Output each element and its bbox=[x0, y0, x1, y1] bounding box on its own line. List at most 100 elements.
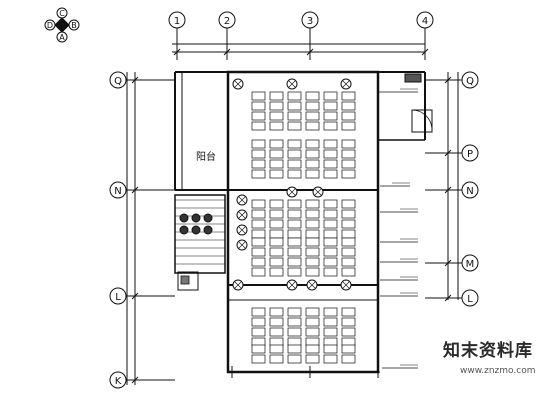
desk-upper-2 bbox=[305, 169, 320, 179]
desk-lower-2 bbox=[269, 344, 284, 354]
desk-upper-2 bbox=[341, 159, 356, 169]
compass-icon: C D B A bbox=[44, 7, 80, 43]
desk-lower-2 bbox=[341, 344, 356, 354]
column-cross bbox=[238, 241, 246, 249]
column-cross bbox=[234, 80, 242, 88]
balcony-label: 阳台 bbox=[196, 150, 216, 163]
compass-letter-c: C bbox=[59, 9, 65, 18]
desk-upper-2 bbox=[305, 159, 320, 169]
desk-upper bbox=[287, 121, 302, 131]
desk-middle bbox=[341, 229, 356, 239]
desk-middle-2 bbox=[305, 237, 320, 247]
desk-middle-2 bbox=[269, 267, 284, 277]
desk-upper-2 bbox=[269, 149, 284, 159]
grid-bubble-col-4: 4 bbox=[416, 11, 434, 29]
grid-label-right-p: P bbox=[467, 149, 473, 160]
grid-bubble-left-k: K bbox=[109, 371, 127, 389]
desk-upper bbox=[269, 121, 284, 131]
desk-middle-2 bbox=[341, 267, 356, 277]
desk-lower-2 bbox=[251, 354, 266, 364]
equipment-box bbox=[180, 275, 190, 285]
desk-lower-2 bbox=[305, 354, 320, 364]
outer-wall bbox=[226, 70, 380, 374]
desk-middle bbox=[269, 229, 284, 239]
desk-upper bbox=[341, 111, 356, 121]
desk-middle-2 bbox=[269, 247, 284, 257]
watermark-logo: 知末资料库 www.znzmo.com bbox=[442, 340, 535, 376]
desk-upper-2 bbox=[287, 149, 302, 159]
desk-lower bbox=[305, 317, 320, 327]
dimension-tick bbox=[444, 186, 452, 194]
desk-middle-2 bbox=[341, 247, 356, 257]
grid-bubble-right-p: P bbox=[461, 144, 479, 162]
drawing-layer bbox=[126, 28, 462, 385]
desk-lower bbox=[341, 317, 356, 327]
desk-lower bbox=[323, 317, 338, 327]
annex-door bbox=[411, 109, 433, 133]
desk-middle-2 bbox=[269, 257, 284, 267]
desk-upper bbox=[323, 101, 338, 111]
grid-label-col-2: 2 bbox=[224, 16, 230, 27]
desk-middle bbox=[305, 219, 320, 229]
desk-middle bbox=[323, 219, 338, 229]
watermark-url: www.znzmo.com bbox=[460, 366, 535, 376]
desk-lower-2 bbox=[287, 354, 302, 364]
desk-middle-2 bbox=[305, 267, 320, 277]
desk-middle bbox=[287, 209, 302, 219]
desk-lower bbox=[323, 307, 338, 317]
desk-upper bbox=[305, 91, 320, 101]
column-cross bbox=[238, 211, 246, 219]
desk-lower-2 bbox=[287, 344, 302, 354]
desk-middle-2 bbox=[287, 247, 302, 257]
dimension-tick bbox=[444, 76, 452, 84]
desk-lower bbox=[305, 327, 320, 337]
plant-icon bbox=[203, 213, 213, 223]
column-cross bbox=[288, 80, 296, 88]
column-cross bbox=[288, 281, 296, 289]
grid-label-left-l: L bbox=[115, 292, 121, 303]
column-cross bbox=[308, 281, 316, 289]
equipment-block bbox=[177, 271, 199, 291]
desk-lower-2 bbox=[269, 354, 284, 364]
desk-upper bbox=[269, 101, 284, 111]
desk-upper-2 bbox=[323, 139, 338, 149]
desk-middle bbox=[251, 219, 266, 229]
grid-bubble-right-m: M bbox=[461, 254, 479, 272]
desk-upper bbox=[305, 111, 320, 121]
column-cross bbox=[288, 188, 296, 196]
plant-icon bbox=[203, 225, 213, 235]
desk-middle-2 bbox=[251, 247, 266, 257]
desk-upper bbox=[287, 91, 302, 101]
desk-lower bbox=[287, 327, 302, 337]
desk-upper-2 bbox=[287, 159, 302, 169]
plant-icon bbox=[191, 225, 201, 235]
dimension-tick bbox=[131, 292, 139, 300]
desk-middle bbox=[269, 209, 284, 219]
desk-middle-2 bbox=[323, 257, 338, 267]
watermark-title: 知末资料库 bbox=[442, 340, 533, 361]
grid-bubble-left-q: Q bbox=[109, 71, 127, 89]
grid-bubble-left-l: L bbox=[109, 287, 127, 305]
desk-upper-2 bbox=[305, 149, 320, 159]
grid-label-col-1: 1 bbox=[174, 16, 180, 27]
plant-icon bbox=[179, 213, 189, 223]
desk-middle-2 bbox=[341, 237, 356, 247]
desk-middle bbox=[305, 209, 320, 219]
desk-upper-2 bbox=[323, 149, 338, 159]
desk-upper bbox=[251, 91, 266, 101]
desk-middle-2 bbox=[323, 247, 338, 257]
desk-lower bbox=[287, 317, 302, 327]
desk-lower-2 bbox=[341, 354, 356, 364]
column-cross bbox=[342, 80, 350, 88]
dimension-tick bbox=[421, 48, 429, 56]
desk-middle bbox=[251, 229, 266, 239]
desk-upper bbox=[341, 101, 356, 111]
column-cross bbox=[234, 281, 242, 289]
desk-upper bbox=[251, 111, 266, 121]
desk-lower bbox=[251, 317, 266, 327]
desk-upper bbox=[341, 121, 356, 131]
grid-label-left-n: N bbox=[114, 186, 121, 197]
grid-bubble-right-l: L bbox=[461, 289, 479, 307]
grid-label-left-q: Q bbox=[114, 76, 122, 87]
desk-upper-2 bbox=[287, 169, 302, 179]
